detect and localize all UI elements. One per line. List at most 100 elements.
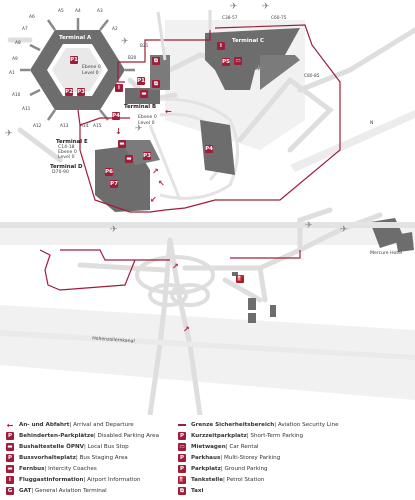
- arrival-arrow-icon: ↓: [115, 127, 122, 136]
- gate-label: C38-57: [222, 16, 238, 21]
- legend-label: Parkplatz: [191, 466, 221, 472]
- plane-icon: ✈: [340, 225, 348, 235]
- info-icon: i: [217, 42, 225, 50]
- parking-garage: [200, 120, 235, 175]
- gate-label: A13: [60, 124, 69, 129]
- legend-label: Tankstelle: [191, 477, 223, 483]
- security-line: [39, 24, 341, 291]
- legend-label: Fernbus: [19, 466, 45, 472]
- arrival-arrow-icon: ↗: [152, 167, 159, 176]
- legend-translation: | Short-Term Parking: [246, 433, 304, 439]
- legend-symbol-icon: P: [6, 454, 14, 462]
- map-canvas: [0, 10, 415, 418]
- legend-translation: | Arrival and Departure: [69, 422, 134, 428]
- legend-item: ▬Fernbus | Intercity Coaches: [6, 464, 97, 474]
- legend-label: Kurzzeitparkplatz: [191, 433, 247, 439]
- airport-map: ✈ ✈ ✈ ✈ ✈ ✈ ✈ ✈ ✈ Terminal A Ebene 0 Lev…: [0, 2, 415, 418]
- car-rental-icon: ▭: [234, 57, 242, 65]
- terminal-d-gates: D70-90: [52, 170, 69, 175]
- legend-symbol-icon: ▬: [6, 443, 14, 451]
- main-level-en: Level 0: [138, 121, 155, 126]
- gate-label: A3: [97, 9, 103, 14]
- legend-translation: | Ground Parking: [220, 466, 268, 472]
- arrival-arrow-icon: ↙: [150, 195, 157, 204]
- legend-item: ← An- und Abfahrt | Arrival and Departure: [6, 420, 134, 430]
- runways: [0, 110, 415, 360]
- legend-label: GAT: [19, 488, 32, 494]
- bus-icon: ▬: [140, 90, 148, 98]
- terminal-a-label: Terminal A: [59, 35, 92, 41]
- info-icon: i: [115, 84, 123, 92]
- legend-label: Parkhaus: [191, 455, 221, 461]
- plane-icon: ✈: [5, 129, 13, 139]
- legend-item: ⧉Taxi: [178, 486, 203, 496]
- terminal-b-label: Terminal B: [124, 104, 157, 110]
- taxi-icon: ⧉: [152, 80, 160, 88]
- legend-symbol-icon: G: [6, 487, 14, 495]
- legend-item: ▭Mietwagen | Car Rental: [178, 442, 259, 452]
- terminal-e-level-en: Level 0: [58, 155, 75, 160]
- gate-label: A9: [12, 57, 18, 62]
- gate-label: C60-75: [271, 16, 287, 21]
- parking-icon: P7: [110, 180, 118, 188]
- map-legend: ← An- und Abfahrt | Arrival and Departure…: [6, 420, 411, 498]
- arrival-arrow-icon: ←: [6, 420, 14, 430]
- legend-translation: | Bus Staging Area: [75, 455, 128, 461]
- legend-symbol-icon: ⛽: [178, 476, 186, 484]
- gate-label: A7: [22, 27, 28, 32]
- taxi-icon: ⧉: [152, 57, 160, 65]
- fuel-icon: ⛽: [236, 275, 244, 283]
- parking-icon: P1: [137, 77, 145, 85]
- gate-label: A1: [9, 71, 15, 76]
- parking-icon: P5: [222, 58, 230, 66]
- gate-label: A10: [12, 93, 21, 98]
- plane-icon: ✈: [255, 64, 263, 74]
- plane-icon: ✈: [121, 37, 129, 47]
- terminal-a-level: Ebene 0: [82, 65, 101, 70]
- legend-translation: | Multi-Storey Parking: [220, 455, 281, 461]
- main-level: Ebene 0: [138, 115, 157, 120]
- legend-label: An- und Abfahrt: [19, 422, 70, 428]
- legend-label: Bushaltestelle ÖPNV: [19, 444, 84, 450]
- parking-icon: P2: [65, 88, 73, 96]
- legend-item: ▬Bushaltestelle ÖPNV | Local Bus Stop: [6, 442, 129, 452]
- parking-icon: P6: [105, 168, 113, 176]
- plane-icon: ✈: [262, 2, 270, 12]
- legend-item: P Bussvorhalteplatz | Bus Staging Area: [6, 453, 128, 463]
- hotel-label: Mercure Hotel: [370, 251, 403, 256]
- bus-icon: ▬: [125, 155, 133, 163]
- legend-label: Bussvorhalteplatz: [19, 455, 76, 461]
- legend-translation: | Aviation Security Line: [274, 422, 339, 428]
- legend-symbol-icon: i: [6, 476, 14, 484]
- plane-icon: ✈: [135, 124, 143, 134]
- terminal-c: [205, 28, 300, 90]
- legend-symbol-icon: ▬: [6, 465, 14, 473]
- gate-label: B20: [128, 56, 137, 61]
- terminal-a: [20, 18, 135, 121]
- legend-symbol-icon: ▭: [178, 443, 186, 451]
- legend-item: ⛽ Tankstelle | Petrol Station: [178, 475, 264, 485]
- legend-label: Behinderten-Parkplätze: [19, 433, 94, 439]
- gate-label: A14: [80, 124, 89, 129]
- north-road: [156, 10, 212, 61]
- legend-symbol-icon: ⧉: [178, 487, 186, 495]
- parking-icon: P3: [77, 88, 85, 96]
- legend-translation: | Disabled Parking Area: [93, 433, 160, 439]
- arrival-arrow-icon: ↗: [172, 262, 179, 271]
- plane-icon: ✈: [305, 221, 313, 231]
- legend-translation: | Petrol Station: [223, 477, 265, 483]
- legend-symbol-icon: P: [178, 432, 186, 440]
- terminal-e-label: Terminal E: [56, 139, 88, 145]
- interchange: [135, 255, 215, 307]
- gate-label: A4: [75, 9, 81, 14]
- legend-translation: | Car Rental: [225, 444, 259, 450]
- legend-item: P Kurzzeitparkplatz | Short-Term Parking: [178, 431, 303, 441]
- terminal-e-gates: C14-18: [58, 145, 75, 150]
- gate-label: A8: [15, 41, 21, 46]
- security-line-icon: [178, 421, 186, 429]
- legend-item: Grenze Sicherheitsbereich | Aviation Sec…: [178, 420, 339, 430]
- terminal-d-label: Terminal D: [50, 164, 83, 170]
